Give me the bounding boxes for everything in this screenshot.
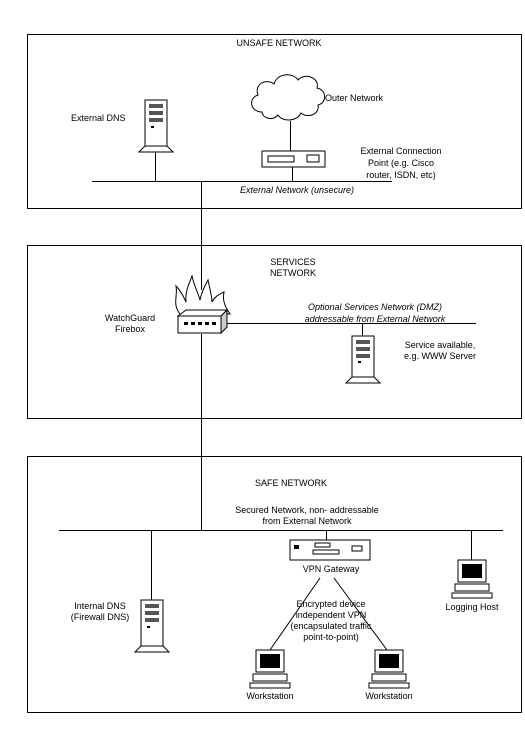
external-router-icon [261,150,326,168]
services-network-zone [27,245,522,419]
logging-host-label: Logging Host [445,602,499,612]
vpn-gateway-icon [289,539,371,561]
unsafe-network-zone [27,34,522,209]
www-server-icon [344,335,382,384]
www-server-label-line2: e.g. WWW Server [403,351,476,361]
vpn-description-line2: independent VPN [295,610,367,620]
internal-dns-label-line2: (Firewall DNS) [70,612,130,622]
dmz-label-line2: addressable from External Network [304,314,446,324]
vpn-link-left [269,577,321,651]
workstation-left-label: Workstation [246,691,294,701]
watchguard-label-line1: WatchGuard [104,313,156,323]
www-server-label-line1: Service available, [404,340,476,350]
external-connection-label-line1: External Connection [360,146,442,156]
unsafe-network-title: UNSAFE NETWORK [236,38,322,48]
services-network-title-line1: SERVICES [270,257,316,267]
dmz-label-line1: Optional Services Network (DMZ) [307,302,443,312]
vpn-gateway-label: VPN Gateway [302,564,360,574]
vpn-description-line1: Encrypted device [296,599,366,609]
outer-network-cloud-icon [251,74,326,121]
vpn-link-right [333,577,388,651]
external-dns-label: External DNS [71,113,126,123]
logging-host-pc-icon [451,559,493,599]
watchguard-firebox-icon [175,274,231,335]
outer-network-label: Outer Network [325,93,384,103]
external-connection-label-line3: router, ISDN, etc) [366,170,436,180]
workstation-right-label: Workstation [365,691,413,701]
external-dns-server-icon [137,99,175,153]
vpn-description-line3: (encapsulated traffic [290,621,372,631]
internal-dns-label-line1: Internal DNS [74,601,126,611]
external-network-label: External Network (unsecure) [240,185,355,195]
secured-network-label-line2: from External Network [262,516,352,526]
services-network-title-line2: NETWORK [270,268,316,278]
external-connection-label-line2: Point (e.g. Cisco [367,158,435,168]
watchguard-label-line2: Firebox [114,324,145,334]
workstation-left-icon [249,649,291,689]
safe-network-zone [27,456,522,713]
workstation-right-icon [368,649,410,689]
secured-network-label-line1: Secured Network, non- addressable [235,505,379,515]
internal-dns-server-icon [133,599,171,653]
vpn-description-line4: point-to-point) [303,632,359,642]
safe-network-title: SAFE NETWORK [254,478,327,488]
